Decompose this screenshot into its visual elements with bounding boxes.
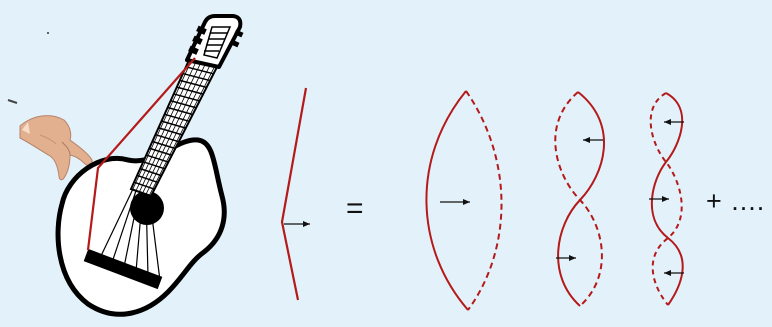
guitar-string <box>148 195 161 281</box>
guitar-fret <box>170 100 197 109</box>
equals-sign: = <box>346 192 364 225</box>
guitar-fret <box>133 181 155 190</box>
guitar-string <box>148 66 216 196</box>
harmonic-mode-3 <box>649 92 684 306</box>
speck <box>7 99 18 104</box>
guitar-string <box>138 62 202 193</box>
guitar-body <box>55 137 227 317</box>
guitar-string <box>142 63 206 194</box>
neck-strings <box>132 60 216 196</box>
guitar-fret <box>155 133 180 143</box>
guitar-fret <box>185 66 214 75</box>
guitar-bridge <box>83 248 163 290</box>
guitar-icon <box>55 14 244 317</box>
guitar-string <box>99 189 134 259</box>
guitar-fret <box>142 161 166 170</box>
guitar-fret <box>179 79 207 89</box>
guitar-string <box>123 191 140 268</box>
guitar-fret <box>164 113 190 123</box>
guitar-string <box>145 65 211 195</box>
plucked-string-outline <box>86 57 196 251</box>
guitar-fret <box>158 127 183 136</box>
guitar-fret <box>161 120 186 129</box>
guitar-fret <box>152 140 176 150</box>
guitar-string <box>111 190 137 263</box>
guitar-fret <box>167 106 193 116</box>
guitar-string <box>145 194 149 277</box>
guitar-string <box>135 193 144 272</box>
guitar-strings <box>99 189 161 281</box>
guitar-fret <box>146 154 169 163</box>
harmonic-mode-2 <box>554 91 605 307</box>
hand-icon <box>19 115 93 181</box>
guitar-fret <box>139 167 162 177</box>
guitar-headstock <box>185 14 244 69</box>
guitar-string <box>135 61 197 191</box>
guitar-fret <box>182 72 211 82</box>
guitar-string <box>132 60 192 190</box>
guitar-frets <box>133 66 214 190</box>
guitar-fret <box>149 147 173 156</box>
guitar-fret <box>136 174 159 184</box>
series-continuation: + .... <box>706 186 766 216</box>
plucked-string <box>280 87 310 301</box>
guitar-soundhole <box>130 191 164 225</box>
harmonic-mode-1 <box>425 90 503 311</box>
speck <box>47 32 49 34</box>
guitar-fret <box>173 93 200 102</box>
guitar-fret <box>176 86 204 95</box>
